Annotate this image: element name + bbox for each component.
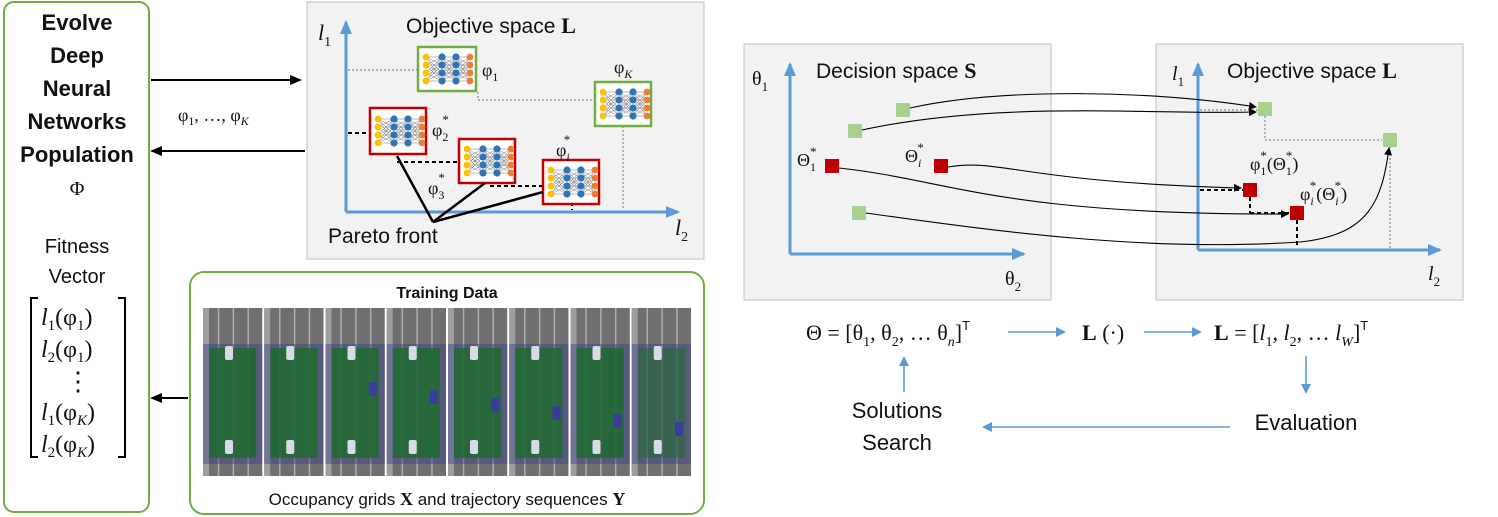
network-phi-K-label: φK (614, 57, 633, 81)
vector-vdots: ⋮ (65, 367, 91, 396)
vector-left-bracket (30, 297, 38, 458)
occupancy-frame (203, 308, 263, 476)
fitness-line-1: Fitness (45, 236, 109, 258)
pareto-panel-title: Objective space L (406, 13, 576, 38)
occupancy-frame (509, 308, 569, 476)
pareto-axis-y-label: l1 (318, 20, 331, 50)
objective-point-green-1 (1258, 102, 1272, 116)
population-title-line-4: Networks (27, 109, 126, 134)
network-phi-3-star-label: φ3* (428, 170, 445, 202)
population-title-line-5: Population (20, 142, 134, 167)
theta-i-star-label: Θi* (905, 140, 924, 170)
vector-entry-1: l1(φ1) (41, 305, 93, 334)
phi-i-star-label: φi*(Θi*) (1300, 178, 1347, 208)
evaluation-label: Evaluation (1255, 410, 1358, 435)
pareto-panel: l1 l2 Objective space L φ1 φK (306, 1, 705, 260)
pareto-guides (348, 69, 624, 210)
vector-entry-2: l2(φ1) (41, 337, 93, 366)
fitness-line-2: Vector (49, 266, 106, 288)
decision-axis-y-label: θ1 (752, 68, 768, 94)
objective-space-panel: l1 l2 Objective space L φ1*(Θ1*) φi*(Θi*… (1155, 43, 1464, 301)
network-phi-i-star-label: φi* (556, 132, 570, 164)
network-phi-1-label: φ1 (482, 60, 498, 84)
population-symbol: Φ (70, 178, 85, 200)
loss-function: L (·) (1082, 320, 1124, 345)
occupancy-frames (203, 308, 691, 476)
decision-space-panel: θ1 θ2 Decision space S Θ1* Θi* (743, 43, 1052, 301)
vector-entry-3: l1(φK) (41, 400, 95, 429)
decision-point-green-1 (896, 103, 910, 117)
phi-1-star-label: φ1*(Θ1*) (1250, 148, 1298, 178)
decision-axis-x-label: θ2 (1005, 268, 1021, 294)
network-phi-2-star-label: φ2* (432, 112, 449, 144)
objective-point-red-1 (1243, 183, 1257, 197)
candidates-label: φ1, …, φK (178, 105, 250, 128)
objective-panel-title: Objective space L (1227, 58, 1397, 83)
population-title-line-3: Neural (43, 76, 111, 101)
network-phi-K: φK (593, 57, 653, 128)
search-label-line-1: Solutions (852, 398, 943, 423)
vector-entry-4: l2(φK) (41, 432, 95, 461)
decision-point-green-3 (852, 206, 866, 220)
occupancy-frame (386, 308, 446, 476)
population-title-line-2: Deep (50, 43, 104, 68)
decision-point-theta-i (934, 159, 948, 173)
pareto-front-label: Pareto front (328, 225, 438, 248)
occupancy-frame (264, 308, 324, 476)
flow-diagram: Θ = [θ1, θ2, … θn]T L (·) L = [l1, l2, …… (806, 318, 1368, 455)
training-data-caption: Occupancy grids X and trajectory sequenc… (269, 489, 626, 509)
network-phi-3-star: φ3* (428, 137, 517, 202)
pareto-axis-x-label: l2 (675, 215, 688, 245)
decision-panel-title: Decision space S (816, 58, 977, 83)
search-label-line-2: Search (862, 430, 932, 455)
population-title-line-1: Evolve (42, 10, 113, 35)
decision-point-green-2 (848, 124, 862, 138)
decision-point-theta-1 (825, 159, 839, 173)
vector-right-bracket (118, 297, 126, 458)
theta-1-star-label: Θ1* (797, 144, 817, 174)
objective-axis-y-label: l1 (1172, 63, 1184, 89)
occupancy-frame (448, 308, 508, 476)
theta-vector-equation: Θ = [θ1, θ2, … θn]T (806, 318, 970, 350)
mapping-arrows (838, 93, 1393, 246)
occupancy-frame (631, 308, 691, 476)
objective-axis-x-label: l2 (1428, 263, 1440, 289)
loss-vector-equation: L = [l1, l2, … lW]T (1214, 318, 1368, 350)
occupancy-frame (570, 308, 630, 476)
training-data-panel: Training Data Occupancy grids X and traj… (189, 271, 705, 515)
network-phi-2-star: φ2* (368, 106, 449, 156)
population-box: Evolve Deep Neural Networks Population Φ… (3, 1, 150, 513)
pareto-front-pointers (395, 155, 544, 224)
training-data-title: Training Data (396, 285, 497, 302)
network-phi-i-star: φi* (541, 132, 601, 206)
objective-point-red-i (1290, 206, 1304, 220)
objective-guides (1200, 109, 1391, 248)
network-phi-1: φ1 (416, 45, 498, 93)
objective-point-green-2 (1383, 133, 1397, 147)
occupancy-frame (325, 308, 385, 476)
